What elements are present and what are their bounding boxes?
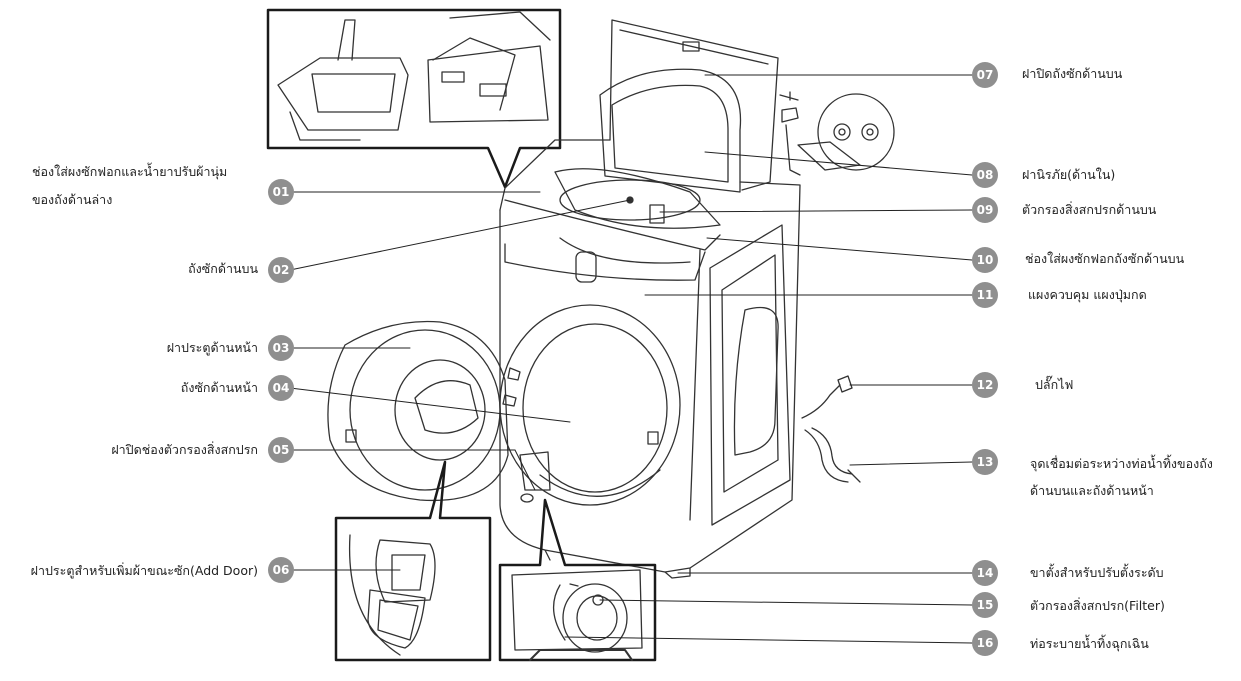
power-cord-drawing — [801, 375, 853, 419]
label-02: ถังซักด้านบน — [188, 261, 258, 276]
callout-badge-03: 03 — [268, 335, 294, 361]
label-07: ฝาปิดถังซักด้านบน — [1022, 66, 1123, 81]
label-16: ท่อระบายน้ำทิ้งฉุกเฉิน — [1030, 636, 1149, 651]
label-13-line2: ด้านบนและถังด้านหน้า — [1030, 483, 1154, 498]
label-09: ตัวกรองสิ่งสกปรกด้านบน — [1022, 202, 1157, 217]
callout-badge-08: 08 — [972, 162, 998, 188]
label-10: ช่องใส่ผงซักฟอกถังซักด้านบน — [1025, 251, 1185, 266]
label-13-line1: จุดเชื่อมต่อระหว่างท่อน้ำทิ้งของถัง — [1030, 456, 1213, 471]
drain-hose-drawing — [804, 427, 861, 483]
callout-badge-05: 05 — [268, 437, 294, 463]
callout-badge-02: 02 — [268, 257, 294, 283]
callout-badge-07: 07 — [972, 62, 998, 88]
leader-lines — [289, 74, 973, 644]
callout-badge-09: 09 — [972, 197, 998, 223]
label-03: ฝาประตูด้านหน้า — [166, 340, 258, 355]
label-14: ขาตั้งสำหรับปรับตั้งระดับ — [1030, 565, 1164, 580]
label-01-line1: ช่องใส่ผงซักฟอกและน้ำยาปรับผ้านุ่ม — [32, 164, 228, 179]
label-05: ฝาปิดช่องตัวกรองสิ่งสกปรก — [111, 442, 258, 457]
top-lid-drawing — [554, 19, 779, 229]
callout-badge-14: 14 — [972, 560, 998, 586]
callout-badge-13: 13 — [972, 449, 998, 475]
add-door-inset — [334, 460, 492, 662]
callout-badge-10: 10 — [972, 247, 998, 273]
label-06: ฝาประตูสำหรับเพิ่มผ้าขณะซัก(Add Door) — [30, 563, 258, 578]
callout-badge-12: 12 — [972, 372, 998, 398]
top-inset — [266, 8, 562, 189]
callout-badge-01: 01 — [268, 179, 294, 205]
label-12: ปลั๊กไฟ — [1035, 377, 1074, 392]
label-01-line2: ของถังด้านล่าง — [32, 192, 113, 207]
washer-cabinet — [499, 139, 801, 579]
front-door-drawing — [327, 320, 509, 502]
callout-badge-16: 16 — [972, 630, 998, 656]
filter-inset — [498, 498, 657, 662]
callout-badge-06: 06 — [268, 557, 294, 583]
callout-badge-04: 04 — [268, 375, 294, 401]
label-08: ฝานิรภัย(ด้านใน) — [1022, 167, 1116, 182]
callout-badge-15: 15 — [972, 592, 998, 618]
label-15: ตัวกรองสิ่งสกปรก(Filter) — [1030, 598, 1165, 613]
callout-badge-11: 11 — [972, 282, 998, 308]
water-taps-drawing — [779, 91, 895, 176]
label-11: แผงควบคุม แผงปุ่มกด — [1028, 287, 1147, 302]
label-04: ถังซักด้านหน้า — [180, 380, 258, 395]
